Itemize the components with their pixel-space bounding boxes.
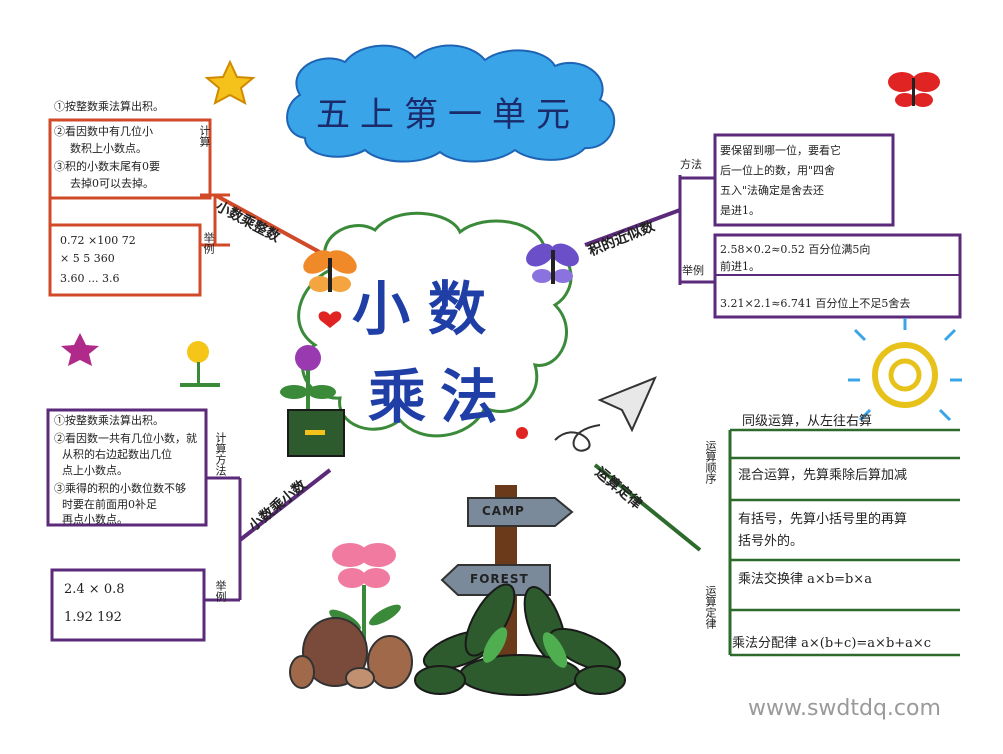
- butterfly-orange: [303, 250, 357, 292]
- example-line: × 5 5 360: [60, 252, 115, 265]
- text-line: 后一位上的数，用"四舍: [720, 164, 836, 177]
- center-title-line1: 小数: [352, 275, 505, 343]
- sun: [848, 318, 962, 422]
- text-line: ②看因数一共有几位小数，就: [54, 432, 197, 445]
- label-example: 举例: [214, 580, 227, 602]
- yellow-flower: [180, 341, 220, 387]
- sign-camp: CAMP: [482, 504, 525, 518]
- text-line: 时要在前面用0补足: [62, 498, 157, 511]
- text-line: ③乘得的积的小数位数不够: [54, 482, 186, 495]
- text-line: ②看因数中有几位小: [54, 125, 153, 138]
- butterfly-purple: [526, 243, 579, 284]
- text-line: 从积的右边起数出几位: [62, 448, 172, 461]
- stone: [367, 635, 413, 689]
- text-line: 点上小数点。: [62, 464, 128, 477]
- center-title-line2: 乘法: [368, 363, 513, 431]
- label-compute-method: 计算方法: [214, 432, 227, 476]
- star-purple: [61, 333, 99, 366]
- text-line: 是进1。: [720, 204, 760, 217]
- label-operation-law: 运算定律: [704, 585, 717, 629]
- text-line: ③积的小数末尾有0要: [54, 160, 160, 173]
- butterfly-red: [888, 72, 940, 107]
- example-line: 0.72 ×100 72: [60, 234, 136, 247]
- label-method: 方法: [680, 158, 702, 171]
- stone: [289, 655, 315, 689]
- stone: [345, 667, 375, 689]
- label-example: 举例: [682, 264, 704, 277]
- text-line: 去掉0可以去掉。: [70, 177, 154, 190]
- text-line: ①按整数乘法算出积。: [54, 414, 164, 427]
- title-cloud: [286, 44, 616, 163]
- page-title: 五上第一单元: [316, 94, 580, 135]
- leaf-bush: [414, 583, 626, 696]
- text-line: 五入"法确定是舍去还: [720, 184, 825, 197]
- law-line: 乘法分配律 a×(b+c)=a×b+a×c: [732, 636, 932, 651]
- label-operation-order: 运算顺序: [704, 440, 717, 484]
- example-line: 3.21×2.1≈6.741 百分位上不足5舍去: [720, 297, 911, 310]
- text-line: 再点小数点。: [62, 513, 128, 526]
- example-line: 3.60 ... 3.6: [60, 272, 120, 285]
- example-line: 前进1。: [720, 260, 760, 273]
- paper-plane: [554, 376, 657, 452]
- watermark: www.swdtdq.com: [748, 696, 941, 721]
- stone: [302, 617, 368, 687]
- star-yellow: [204, 59, 256, 105]
- text-line: 混合运算，先算乘除后算加减: [738, 468, 908, 483]
- text-line: 数积上小数点。: [70, 142, 147, 155]
- example-line: 2.4 × 0.8: [64, 582, 125, 597]
- text-line: 要保留到哪一位，要看它: [720, 144, 841, 157]
- text-line: 同级运算，从左往右算: [742, 414, 873, 429]
- example-line: 2.58×0.2≈0.52 百分位满5向: [720, 243, 871, 256]
- text-line: 括号外的。: [738, 534, 804, 549]
- sign-forest: FOREST: [470, 572, 529, 586]
- label-example: 举例: [202, 232, 215, 254]
- label-compute: 计算: [198, 125, 211, 147]
- potted-plant: [280, 345, 345, 457]
- text-line: ①按整数乘法算出积。: [54, 100, 164, 113]
- law-line: 乘法交换律 a×b=b×a: [738, 572, 872, 587]
- pink-flower: [329, 543, 401, 655]
- signpost: [440, 485, 574, 675]
- example-line: 1.92 192: [64, 610, 122, 625]
- text-line: 有括号，先算小括号里的再算: [738, 512, 908, 527]
